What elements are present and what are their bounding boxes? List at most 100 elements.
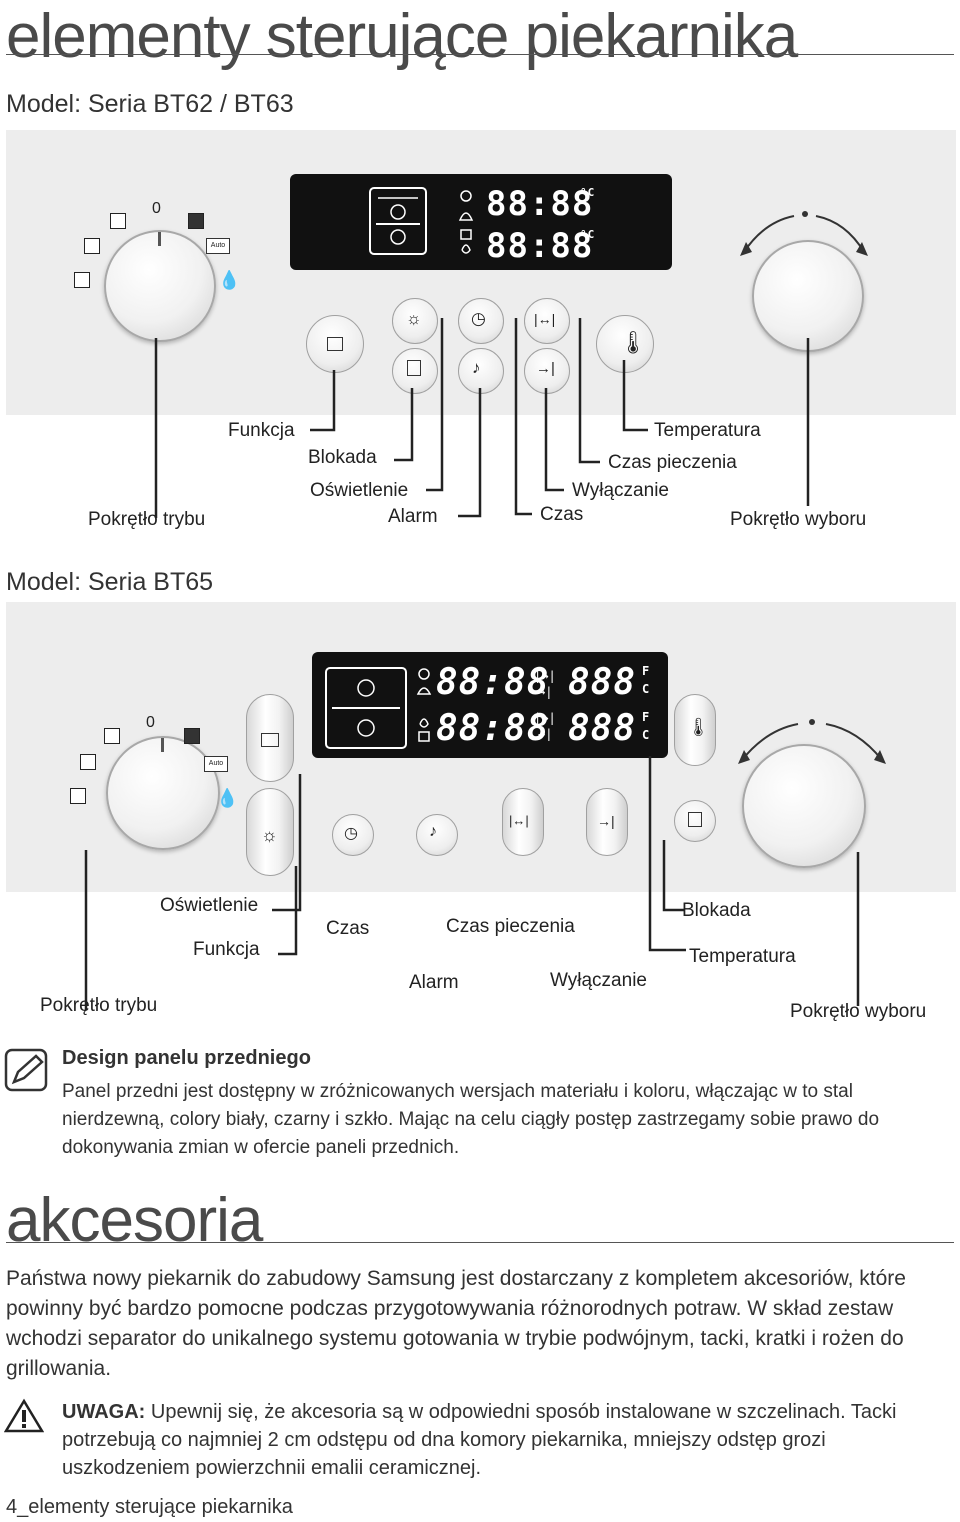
m1-label-czas: Czas [540, 504, 584, 525]
display-unit-1: °C [580, 186, 596, 199]
display-time-2: 88:88 [486, 226, 594, 266]
m2-label-pokretlo-wyboru: Pokrętło wyboru [790, 1001, 927, 1022]
display2-time-1: 88:88 [436, 662, 550, 703]
display2-unit-c-2: C [642, 728, 651, 742]
cooking-time-button[interactable]: |↔| [524, 298, 570, 344]
display2-unit-f-2: F [642, 710, 651, 724]
svg-text:|↔|: |↔| [534, 669, 556, 683]
clock-button-2[interactable]: ◷ [332, 814, 374, 856]
clock-icon-2: ◷ [344, 825, 358, 842]
steam-icon-2: 💧 [216, 788, 239, 808]
m2-label-pokretlo-trybu: Pokrętło trybu [40, 995, 158, 1016]
m1-label-funkcja: Funkcja [228, 420, 295, 441]
display2-time-2: 88:88 [436, 708, 550, 749]
mode-icon-upper-lower-2 [80, 754, 96, 770]
model1-heading: Model: Seria BT62 / BT63 [6, 90, 294, 118]
end-time-icon-2: →| [597, 813, 615, 829]
light-icon: ☼ [406, 309, 422, 328]
light-button[interactable]: ☼ [392, 298, 438, 344]
light-button-2[interactable]: ☼ [246, 788, 294, 876]
mode-knob-2[interactable] [106, 736, 220, 850]
warning-label: UWAGA: [62, 1401, 146, 1423]
knob-marker-2 [161, 738, 164, 752]
m1-label-pokretlo-wyboru: Pokrętło wyboru [730, 509, 867, 530]
cooking-time-button-2[interactable]: |↔| [502, 788, 544, 856]
clock-button[interactable]: ◷ [458, 298, 504, 344]
temperature-button-2[interactable]: 🌡 [674, 694, 716, 766]
auto-icon: Auto [206, 238, 230, 254]
lock-button-2[interactable] [674, 800, 716, 842]
model1-display: 88:88 88:88 °C °C [290, 174, 672, 270]
warning-block: UWAGA: Upewnij się, że akcesoria są w od… [62, 1398, 952, 1482]
warning-icon [4, 1398, 44, 1433]
mode-icon-bottom [74, 272, 90, 288]
display2-unit-c-1: C [642, 682, 651, 696]
warning-text: Upewnij się, że akcesoria są w odpowiedn… [62, 1401, 897, 1479]
end-time-button[interactable]: →| [524, 348, 570, 394]
m2-label-blokada: Blokada [682, 900, 751, 921]
display2-temp-1: 888 [568, 662, 637, 703]
note-text: Panel przedni jest dostępny w zróżnicowa… [62, 1081, 880, 1158]
lock-icon-2 [688, 812, 702, 827]
knob-zero-label-2: 0 [146, 714, 155, 731]
m2-label-temperatura: Temperatura [689, 946, 796, 967]
lock-button[interactable] [392, 348, 438, 394]
m2-label-czas: Czas [326, 918, 370, 939]
m2-label-wylaczanie: Wyłączanie [550, 970, 647, 991]
selection-knob-2[interactable] [742, 744, 866, 868]
light-icon-2: ☼ [261, 825, 278, 845]
accessories-title: akcesoria [6, 1186, 263, 1255]
m1-label-blokada: Blokada [308, 447, 377, 468]
clock-icon: ◷ [471, 309, 486, 328]
mode-icon-top [110, 213, 126, 229]
steam-icon: 💧 [218, 270, 241, 290]
end-time-icon: →| [536, 360, 555, 377]
m1-label-czas-pieczenia: Czas pieczenia [608, 452, 737, 473]
accessories-text: Państwa nowy piekarnik do zabudowy Samsu… [6, 1267, 906, 1380]
page-title: elementy sterujące piekarnika [6, 2, 798, 71]
display-time-1: 88:88 [486, 184, 594, 224]
mode-knob[interactable] [104, 230, 216, 342]
function-icon-2 [261, 733, 279, 747]
model2-heading: Model: Seria BT65 [6, 568, 214, 596]
alarm-button[interactable]: ♪ [458, 348, 504, 394]
selection-arrows-2 [738, 719, 886, 764]
lock-icon [407, 360, 421, 376]
bell-icon-2: ♪ [429, 823, 437, 840]
note-icon [4, 1048, 48, 1092]
model1-panel: 0 Auto 💧 88:88 88:88 °C °C ☼ ◷ [6, 130, 956, 415]
end-time-button-2[interactable]: →| [586, 788, 628, 856]
title-rule [6, 54, 954, 55]
duration-icon: |↔| [534, 311, 556, 327]
m1-label-wylaczanie: Wyłączanie [572, 480, 669, 501]
alarm-button-2[interactable]: ♪ [416, 814, 458, 856]
function-button-2[interactable] [246, 694, 294, 782]
thermometer-icon-2: 🌡 [687, 717, 710, 737]
knob-zero-label: 0 [152, 200, 161, 217]
page-footer: 4_elementy sterujące piekarnika [6, 1496, 293, 1518]
mode-icon-top-2 [104, 728, 120, 744]
m2-label-czas-pieczenia: Czas pieczenia [446, 916, 575, 937]
mode-icon-bottom-2 [70, 788, 86, 804]
display2-unit-f-1: F [642, 664, 651, 678]
svg-text:→|: →| [538, 727, 552, 741]
m2-label-funkcja: Funkcja [193, 939, 260, 960]
display-unit-2: °C [580, 228, 596, 241]
auto-icon-2: Auto [204, 756, 228, 772]
m1-label-temperatura: Temperatura [654, 420, 761, 441]
m1-label-alarm: Alarm [388, 506, 438, 527]
display2-temp-2: 888 [568, 708, 637, 749]
svg-text:|↔|: |↔| [534, 711, 556, 725]
selection-knob[interactable] [752, 240, 864, 352]
duration-icon-2: |↔| [509, 813, 529, 828]
m1-label-pokretlo-trybu: Pokrętło trybu [88, 509, 206, 530]
m2-label-oswietlenie: Oświetlenie [160, 895, 259, 916]
svg-text:→|: →| [538, 685, 552, 699]
model2-display: |↔| →| |↔| →| 88:88 88:88 888 888 F C F … [312, 652, 668, 758]
note-title: Design panelu przedniego [62, 1047, 311, 1069]
accessories-rule [6, 1242, 954, 1243]
model1-leader-lines [154, 318, 810, 518]
model2-leader-lines [84, 756, 860, 1010]
mode-icon-grill-2 [184, 728, 200, 744]
mode-icon-grill [188, 213, 204, 229]
